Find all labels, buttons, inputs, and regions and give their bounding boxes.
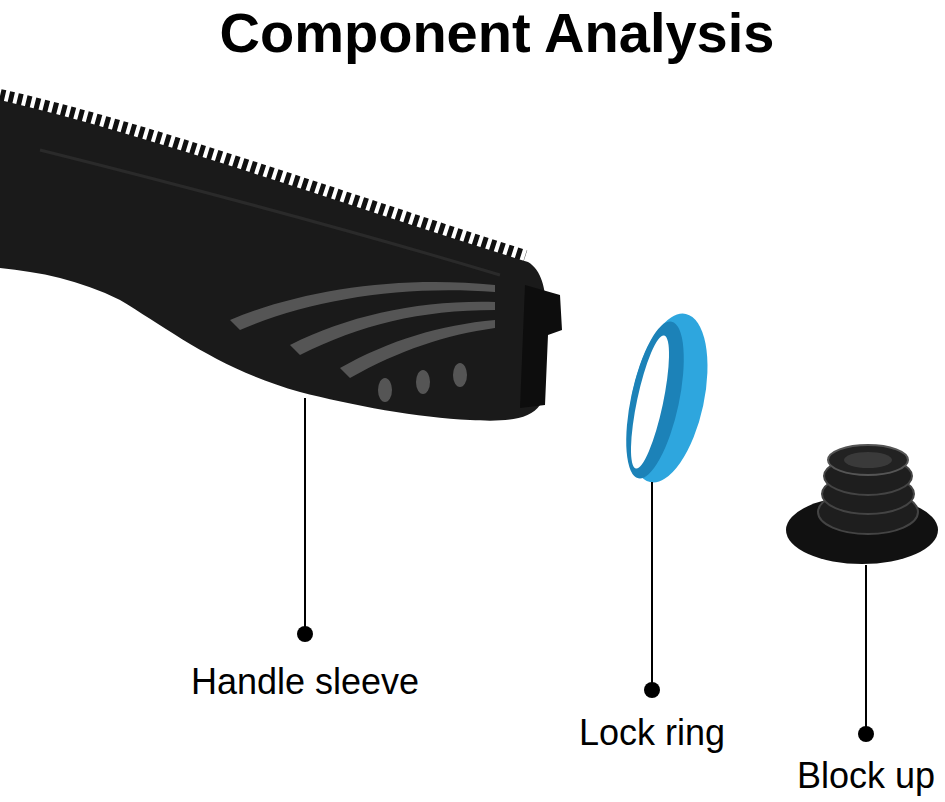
plug-hole	[844, 452, 892, 468]
grip-shade	[40, 150, 500, 275]
leader-line	[865, 565, 867, 730]
leader-dot	[858, 726, 874, 742]
plug-top	[828, 445, 908, 475]
grip-slot	[340, 320, 495, 378]
part-label: Handle sleeve	[189, 662, 421, 702]
leader-dot	[297, 626, 313, 642]
lock-ring-outer	[615, 306, 721, 489]
leader-line	[651, 482, 653, 686]
lock-ring-hole	[623, 333, 677, 471]
leader-line	[304, 398, 306, 630]
lock-ring-face	[615, 317, 695, 483]
part-label: Lock ring	[577, 713, 727, 753]
leader-dot	[644, 682, 660, 698]
handle-sleeve-shape	[0, 100, 546, 421]
title: Component Analysis	[220, 2, 775, 64]
grip-hole	[378, 378, 392, 402]
grip-hole	[416, 370, 430, 394]
part-label: Block up	[795, 756, 937, 796]
grip-hole	[453, 363, 467, 387]
grip-end	[520, 285, 562, 408]
